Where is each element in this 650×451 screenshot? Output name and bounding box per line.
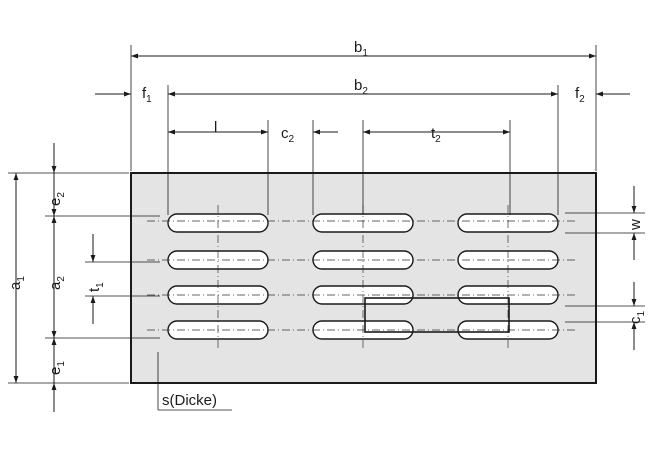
t2-label: t2 — [431, 125, 441, 145]
pattern-unit-outline — [364, 297, 510, 333]
t1-label: t1 — [86, 282, 106, 292]
f1-label: f1 — [142, 85, 152, 105]
extension-lines-left — [8, 172, 160, 384]
e1-label: e1 — [47, 361, 67, 375]
f2-label: f2 — [575, 85, 585, 105]
w-label: w — [627, 219, 644, 231]
center-lines — [147, 205, 578, 350]
thickness-label: s(Dicke) — [162, 392, 217, 409]
c1-label: c1 — [627, 311, 647, 325]
e2-label: e2 — [47, 192, 67, 206]
a2-label: a2 — [47, 276, 67, 290]
c2-label: c2 — [281, 125, 295, 145]
b1-label: b1 — [354, 39, 368, 59]
perforated-plate — [130, 172, 597, 384]
a1-label: a1 — [7, 276, 27, 290]
l-label: l — [214, 119, 217, 136]
extension-lines-top — [130, 45, 597, 215]
b2-label: b2 — [354, 77, 368, 97]
